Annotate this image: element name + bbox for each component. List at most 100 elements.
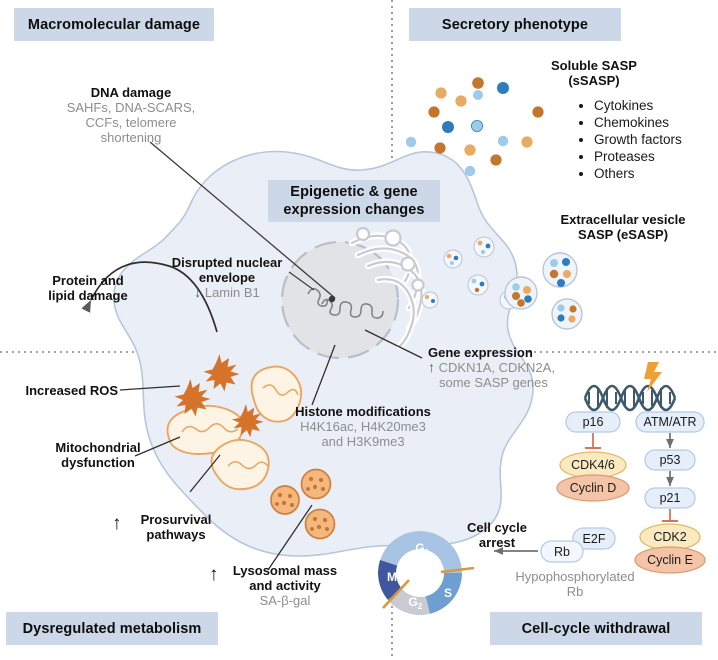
ros-star xyxy=(203,354,240,392)
cell-cycle-wheel: G 1 S G 2 M xyxy=(378,531,475,615)
label-cell-cycle-arrest-line2: arrest xyxy=(478,535,516,550)
label-lysosomal-sub: SA-β-gal xyxy=(259,593,311,608)
banner-secretory-phenotype-label: Secretory phenotype xyxy=(441,16,589,33)
label-ev-sasp-line2: SASP (eSASP) xyxy=(577,227,669,242)
node-p21-label: p21 xyxy=(660,491,681,505)
ros-particles xyxy=(174,354,264,438)
leader-dna-damage xyxy=(149,141,336,299)
vesicle xyxy=(473,236,495,258)
banner-epigenetic-line1: Epigenetic & gene xyxy=(290,184,418,200)
banner-epigenetic-line2: expression changes xyxy=(283,202,425,218)
leader-mitochondrial xyxy=(134,436,181,457)
label-gene-expression-sub2: some SASP genes xyxy=(439,375,548,390)
banner-cell-cycle-withdrawal-label: Cell-cycle withdrawal xyxy=(521,620,671,637)
node-rb: Rb xyxy=(540,540,584,563)
label-nuclear-envelope-arrow: ↓ xyxy=(194,284,202,300)
label-protein-lipid-damage: Protein and lipid damage xyxy=(26,273,150,303)
label-nuclear-envelope: Disrupted nuclear envelope ↓ Lamin B1 xyxy=(152,255,302,300)
node-atm-atr-label: ATM/ATR xyxy=(643,415,696,429)
label-cell-cycle-arrest-line1: Cell cycle xyxy=(467,520,527,535)
label-soluble-sasp: Soluble SASP (sSASP) xyxy=(527,58,661,88)
nuclear-envelope xyxy=(280,240,400,360)
banner-epigenetic-changes: Epigenetic & gene expression changes xyxy=(268,180,440,222)
node-cdk46-label: CDK4/6 xyxy=(571,458,615,472)
label-cell-cycle-arrest: Cell cycle arrest xyxy=(445,520,549,550)
ev-vesicle-large xyxy=(504,276,538,310)
esasp-vesicles xyxy=(504,252,583,330)
label-dna-damage-sub3: shortening xyxy=(100,130,162,145)
banner-macromolecular-damage-label: Macromolecular damage xyxy=(27,16,201,33)
banner-secretory-phenotype: Secretory phenotype xyxy=(409,8,621,41)
list-item: Cytokines xyxy=(594,97,717,114)
ev-vesicle xyxy=(551,298,583,330)
banner-dysregulated-metabolism-label: Dysregulated metabolism xyxy=(22,620,202,637)
node-atm-atr: ATM/ATR xyxy=(635,411,705,433)
label-protein-lipid-line2: lipid damage xyxy=(48,288,128,303)
lightning-bolt-icon xyxy=(644,362,662,392)
label-nuclear-envelope-sub: Lamin B1 xyxy=(204,285,260,300)
lysosome xyxy=(304,508,336,540)
mitochondria-group xyxy=(166,365,303,491)
soluble-sasp-particles xyxy=(405,77,544,177)
label-gene-expression-sub1: CDKN1A, CDKN2A, xyxy=(438,360,555,375)
inhibit-p16-cdk46 xyxy=(585,433,601,449)
label-nuclear-envelope-line2: envelope xyxy=(198,270,256,285)
label-hypophos-line2: Rb xyxy=(566,584,584,599)
wheel-label-m: M xyxy=(387,570,397,584)
label-soluble-sasp-line2: (sSASP) xyxy=(568,73,620,88)
node-e2f-label: E2F xyxy=(583,532,606,546)
banner-cell-cycle-withdrawal: Cell-cycle withdrawal xyxy=(490,612,702,645)
ros-star xyxy=(174,379,211,417)
banner-dysregulated-metabolism: Dysregulated metabolism xyxy=(6,612,218,645)
label-hypophosphorylated-rb: Hypophosphorylated Rb xyxy=(494,569,656,599)
label-dna-damage-sub1: SAHFs, DNA-SCARS, xyxy=(66,100,196,115)
label-prosurvival-line1: Prosurvival xyxy=(140,512,212,527)
leader-nuclear-envelope xyxy=(288,271,315,291)
lysosome xyxy=(300,468,332,500)
label-lysosomal-mass: Lysosomal mass and activity SA-β-gal xyxy=(222,563,348,608)
node-cyclind-label: Cyclin D xyxy=(570,481,617,495)
label-hypophos-line1: Hypophosphorylated xyxy=(515,569,635,584)
label-lysosomal-line2: and activity xyxy=(249,578,321,593)
node-p53: p53 xyxy=(644,449,696,471)
wheel-sub-g1: 1 xyxy=(425,548,430,557)
label-gene-expression-title: Gene expression xyxy=(428,345,533,360)
node-p53-label: p53 xyxy=(660,453,681,467)
leader-increased-ros xyxy=(119,385,181,391)
inhibit-p21-cdk2 xyxy=(662,509,678,522)
wheel-label-s: S xyxy=(444,586,452,600)
label-lysosomal-arrow-icon: ↑ xyxy=(209,564,219,585)
label-histone-sub1: H4K16ac, H4K20me3 xyxy=(300,419,426,434)
label-dna-damage: DNA damage SAHFs, DNA-SCARS, CCFs, telom… xyxy=(38,85,224,145)
vesicle xyxy=(421,291,439,309)
label-ev-sasp: Extracellular vesicle SASP (eSASP) xyxy=(537,212,709,242)
label-dna-damage-title: DNA damage xyxy=(90,85,172,100)
vesicle xyxy=(467,274,489,296)
node-cdk2-label: CDK2 xyxy=(653,530,686,544)
node-cycline: Cyclin E xyxy=(634,546,706,574)
label-nuclear-envelope-line1: Disrupted nuclear xyxy=(171,255,283,270)
node-cyclind: Cyclin D xyxy=(556,474,630,502)
node-rb-label: Rb xyxy=(554,545,570,559)
nucleus xyxy=(282,242,398,358)
leader-prosurvival xyxy=(189,454,221,493)
label-protein-lipid-line1: Protein and xyxy=(52,273,124,288)
label-mitochondrial-dysfunction: Mitochondrial dysfunction xyxy=(36,440,160,470)
wheel-arrest-bar-1 xyxy=(440,566,475,574)
list-item: Proteases xyxy=(594,148,717,165)
wheel-arrest-bar-2 xyxy=(382,579,410,609)
list-item: Chemokines xyxy=(594,114,717,131)
label-prosurvival-pathways: Prosurvival pathways xyxy=(124,512,228,542)
chromatin-strand xyxy=(321,298,384,319)
leader-gene-expression xyxy=(364,329,423,359)
label-increased-ros: Increased ROS xyxy=(6,383,119,398)
wheel-label-g1: G xyxy=(415,541,424,555)
node-e2f: E2F xyxy=(572,527,616,550)
node-cdk2: CDK2 xyxy=(639,523,701,551)
node-cdk46: CDK4/6 xyxy=(559,451,627,479)
node-cycline-label: Cyclin E xyxy=(647,553,693,567)
label-gene-expression-arrow-icon: ↑ xyxy=(428,359,435,375)
label-increased-ros-text: Increased ROS xyxy=(25,383,119,398)
